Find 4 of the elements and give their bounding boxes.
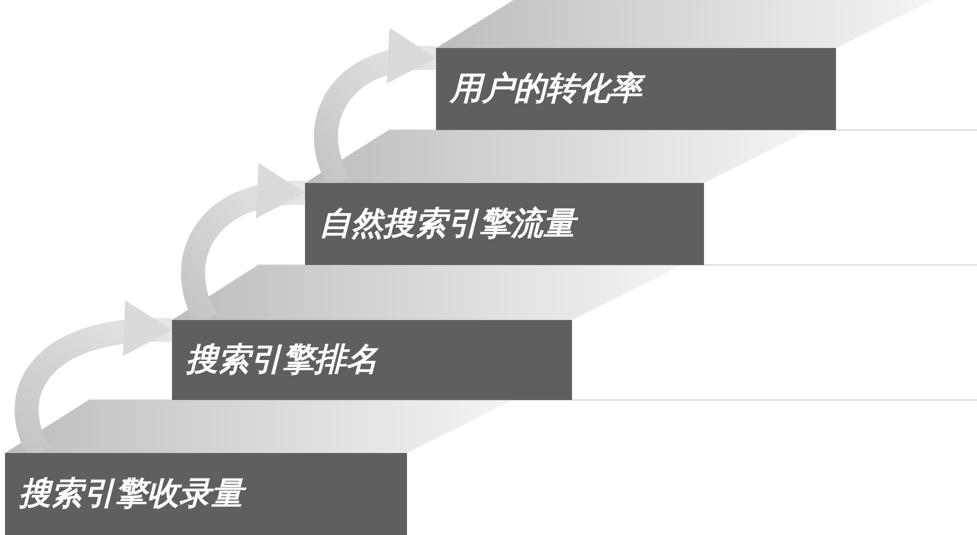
step-box: 用户的转化率	[436, 48, 836, 130]
step-box: 搜索引擎排名	[172, 320, 572, 400]
step-box: 搜索引擎收录量	[5, 453, 407, 535]
step-box: 自然搜索引擎流量	[305, 183, 704, 265]
